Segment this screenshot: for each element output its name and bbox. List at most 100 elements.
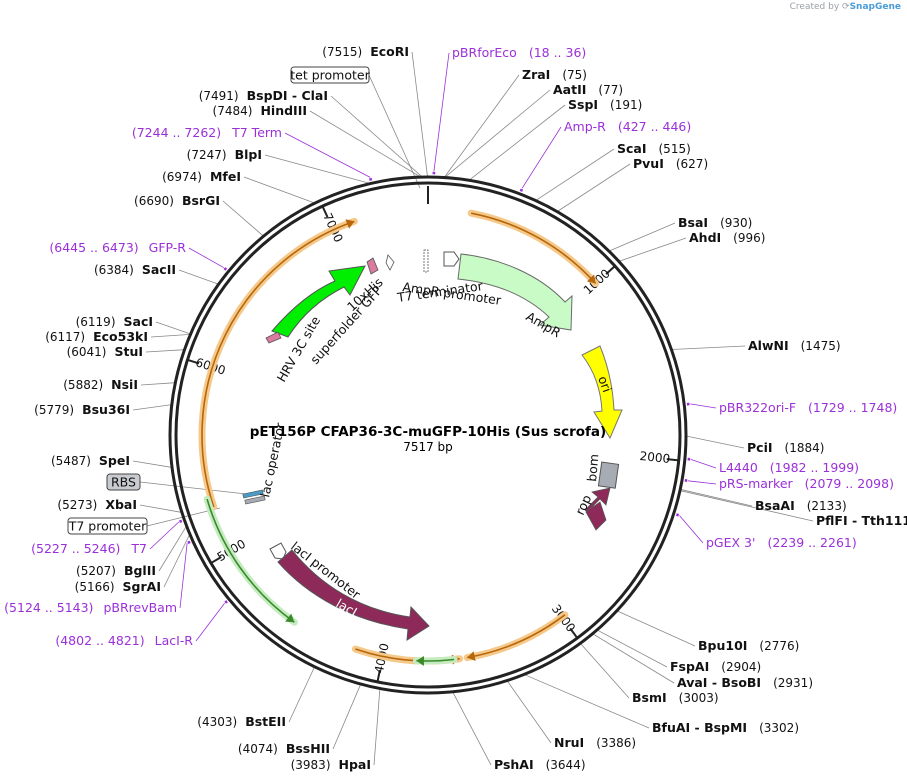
- site-name-nrui[interactable]: NruI: [554, 735, 584, 750]
- site-name-bpu10i[interactable]: Bpu10I: [698, 638, 747, 653]
- ampr-promoter-arrow[interactable]: [443, 251, 460, 267]
- feature-label-ori: ori: [595, 374, 615, 394]
- orf-arc-ampr[interactable]: [471, 212, 597, 284]
- laci-arrow[interactable]: [277, 549, 430, 641]
- primer-name-laci-r[interactable]: LacI-R: [155, 633, 194, 648]
- leader-spei: [132, 460, 173, 468]
- primer-labels: pBRforEco(18 .. 36)Amp-R(427 .. 446)pBR3…: [4, 45, 897, 648]
- box-rbs[interactable]: [106, 473, 141, 491]
- site-name-bglii[interactable]: BglII: [124, 563, 156, 578]
- orf-arc-rop-region-glow: [463, 611, 569, 662]
- leader-eco53ki: [150, 333, 191, 338]
- site-name-hindiii[interactable]: HindIII: [260, 103, 307, 118]
- leader-bsrgi: [222, 200, 264, 237]
- site-name-pshai[interactable]: PshAI: [494, 757, 534, 772]
- site-name-saci[interactable]: SacI: [124, 314, 154, 329]
- tick-mark-1000: [605, 265, 616, 275]
- site-pos-xbai: (5273): [57, 498, 97, 512]
- site-name-zrai[interactable]: ZraI: [522, 67, 550, 82]
- site-name-fspai[interactable]: FspAI: [670, 659, 709, 674]
- site-name-stui[interactable]: StuI: [114, 344, 143, 359]
- primer-name-gfp-r[interactable]: GFP-R: [149, 240, 187, 255]
- site-name-eco53ki[interactable]: Eco53kI: [93, 329, 148, 344]
- site-name-bspdi-clai[interactable]: BspDI - ClaI: [247, 88, 328, 103]
- primer-name-l4440[interactable]: L4440: [719, 460, 758, 475]
- site-name-blpi[interactable]: BlpI: [235, 147, 262, 162]
- plasmid-length: 7517 bp: [403, 440, 453, 454]
- primer-range-amp-r: (427 .. 446): [618, 119, 691, 134]
- primer-range-pbr322ori-f: (1729 .. 1748): [808, 400, 897, 415]
- site-name-bsaai[interactable]: BsaAI: [755, 498, 795, 513]
- primer-name-pgex-3[interactable]: pGEX 3': [706, 535, 755, 550]
- site-name-sspi[interactable]: SspI: [568, 97, 598, 112]
- site-pos-bsaai: (2133): [807, 499, 847, 513]
- ampr-arrow[interactable]: [457, 253, 573, 331]
- t7-terminator-shape[interactable]: [385, 254, 395, 271]
- leader-bsshii: [332, 683, 362, 750]
- site-name-xbai[interactable]: XbaI: [105, 497, 137, 512]
- site-pos-pvui: (627): [676, 157, 708, 171]
- primer-mark-laci-r: [224, 600, 228, 604]
- primer-name-pbr322ori-f[interactable]: pBR322ori-F: [719, 400, 796, 415]
- site-name-ahdi[interactable]: AhdI: [689, 230, 721, 245]
- primer-leader-pgex-3: [679, 515, 704, 544]
- hrv-3c-site-shape[interactable]: [265, 331, 282, 344]
- orf-arc-green-bottom-arrowhead: [416, 655, 425, 666]
- leader-pflfi-tth111i: [679, 490, 814, 522]
- site-name-nsii[interactable]: NsiI: [111, 377, 138, 392]
- site-name-bsmi[interactable]: BsmI: [632, 690, 667, 705]
- site-name-pflfi-tth111i[interactable]: PflFI - Tth111I: [816, 513, 907, 528]
- superfolder-gfp-arrow[interactable]: [271, 265, 366, 338]
- site-name-bsteii[interactable]: BstEII: [245, 714, 286, 729]
- backbone-inner-ring: [174, 181, 682, 689]
- lac-operator-box-2[interactable]: [244, 495, 266, 505]
- rop-arrow[interactable]: [584, 487, 611, 531]
- site-name-scai[interactable]: ScaI: [617, 141, 647, 156]
- leader-lines: [132, 51, 814, 766]
- site-name-pcii[interactable]: PciI: [747, 440, 773, 455]
- leader-xbai: [139, 504, 182, 513]
- credit-brand: SnapGene: [849, 2, 901, 12]
- bom-box[interactable]: [597, 461, 620, 489]
- site-name-hpai[interactable]: HpaI: [339, 757, 372, 772]
- primer-name-pbrforeco[interactable]: pBRforEco: [452, 45, 517, 60]
- site-name-bsu36i[interactable]: Bsu36I: [82, 402, 130, 417]
- orf-arc-laci[interactable]: [206, 498, 295, 623]
- primer-name-prs-marker[interactable]: pRS-marker: [719, 476, 794, 491]
- site-name-bfuai-bspmi[interactable]: BfuAI - BspMI: [652, 720, 747, 735]
- site-pos-pcii: (1884): [785, 441, 825, 455]
- primer-name-t7-term[interactable]: T7 Term: [231, 125, 282, 140]
- laci-promoter-arrow[interactable]: [269, 542, 287, 560]
- site-name-mfei[interactable]: MfeI: [210, 169, 241, 184]
- primer-name-t7[interactable]: T7: [130, 541, 147, 556]
- site-name-spei[interactable]: SpeI: [99, 453, 130, 468]
- t7-terminator-hairpin[interactable]: [423, 249, 429, 273]
- leader-pcii: [685, 435, 745, 449]
- site-pos-bsteii: (4303): [197, 715, 237, 729]
- site-name-sacii[interactable]: SacII: [142, 262, 176, 277]
- box-t7-promoter[interactable]: [67, 517, 148, 535]
- site-name-avai-bsobi[interactable]: AvaI - BsoBI: [677, 675, 761, 690]
- site-name-ecori[interactable]: EcoRI: [370, 44, 409, 59]
- site-name-pvui[interactable]: PvuI: [633, 156, 664, 171]
- site-name-aatii[interactable]: AatII: [553, 82, 586, 97]
- site-name-bsai[interactable]: BsaI: [678, 215, 708, 230]
- site-pos-bglii: (5207): [76, 564, 116, 578]
- site-name-sgrai[interactable]: SgrAI: [123, 579, 161, 594]
- ori-arrow[interactable]: [581, 345, 623, 440]
- primer-mark-pgex-3: [675, 513, 680, 517]
- site-name-bsshii[interactable]: BssHII: [286, 741, 330, 756]
- primer-range-gfp-r: (6445 .. 6473): [49, 240, 138, 255]
- orf-arc-left[interactable]: [201, 220, 355, 508]
- lac-operator-box[interactable]: [242, 489, 264, 499]
- site-name-bsrgi[interactable]: BsrGI: [182, 193, 220, 208]
- snapgene-credit: Created by ⟳SnapGene: [790, 2, 901, 12]
- 10xhis-shape[interactable]: [366, 257, 379, 275]
- box-tet-promoter[interactable]: [290, 66, 370, 84]
- primer-name-amp-r[interactable]: Amp-R: [564, 119, 606, 134]
- site-pos-sspi: (191): [610, 98, 642, 112]
- site-name-alwni[interactable]: AlwNI: [748, 338, 789, 353]
- orf-arc-rop-region[interactable]: [467, 614, 566, 659]
- primer-name-pbrrevbam[interactable]: pBRrevBam: [103, 600, 177, 615]
